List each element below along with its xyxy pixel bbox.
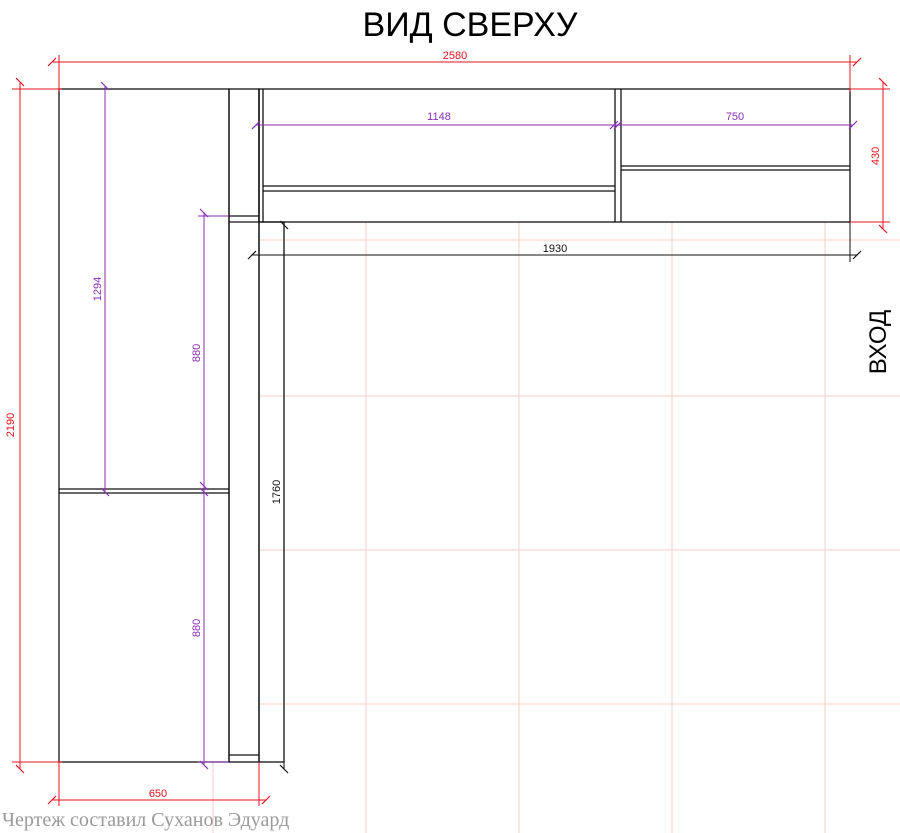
- entry-label: ВХОД: [865, 310, 892, 375]
- dim-top-run-length: 1930: [543, 243, 567, 255]
- dim-top-section-1: 1148: [427, 111, 451, 123]
- top-run: [258, 88, 851, 223]
- overall-dimensions: [12, 55, 890, 806]
- dim-top-depth: 430: [870, 147, 882, 165]
- dim-total-width: 2580: [443, 50, 467, 62]
- dim-left-run-length: 1760: [271, 480, 283, 504]
- dim-left-depth: 650: [149, 788, 167, 800]
- dim-top-section-2: 750: [726, 111, 744, 123]
- dim-left-inner-upper: 880: [191, 344, 203, 362]
- section-dimensions: [100, 81, 858, 770]
- floor-tile-grid: [212, 222, 900, 833]
- cabinet-outlines: [58, 88, 851, 763]
- author-credit: Чертеж составил Суханов Эдуард: [2, 809, 289, 831]
- left-narrow-panel: [228, 88, 260, 763]
- dim-total-depth: 2190: [5, 413, 17, 437]
- drawing-title: ВИД СВЕРХУ: [363, 6, 578, 44]
- dim-left-inner-lower: 880: [191, 619, 203, 637]
- dim-left-upper-section: 1294: [92, 277, 104, 301]
- run-dimensions: [247, 220, 862, 774]
